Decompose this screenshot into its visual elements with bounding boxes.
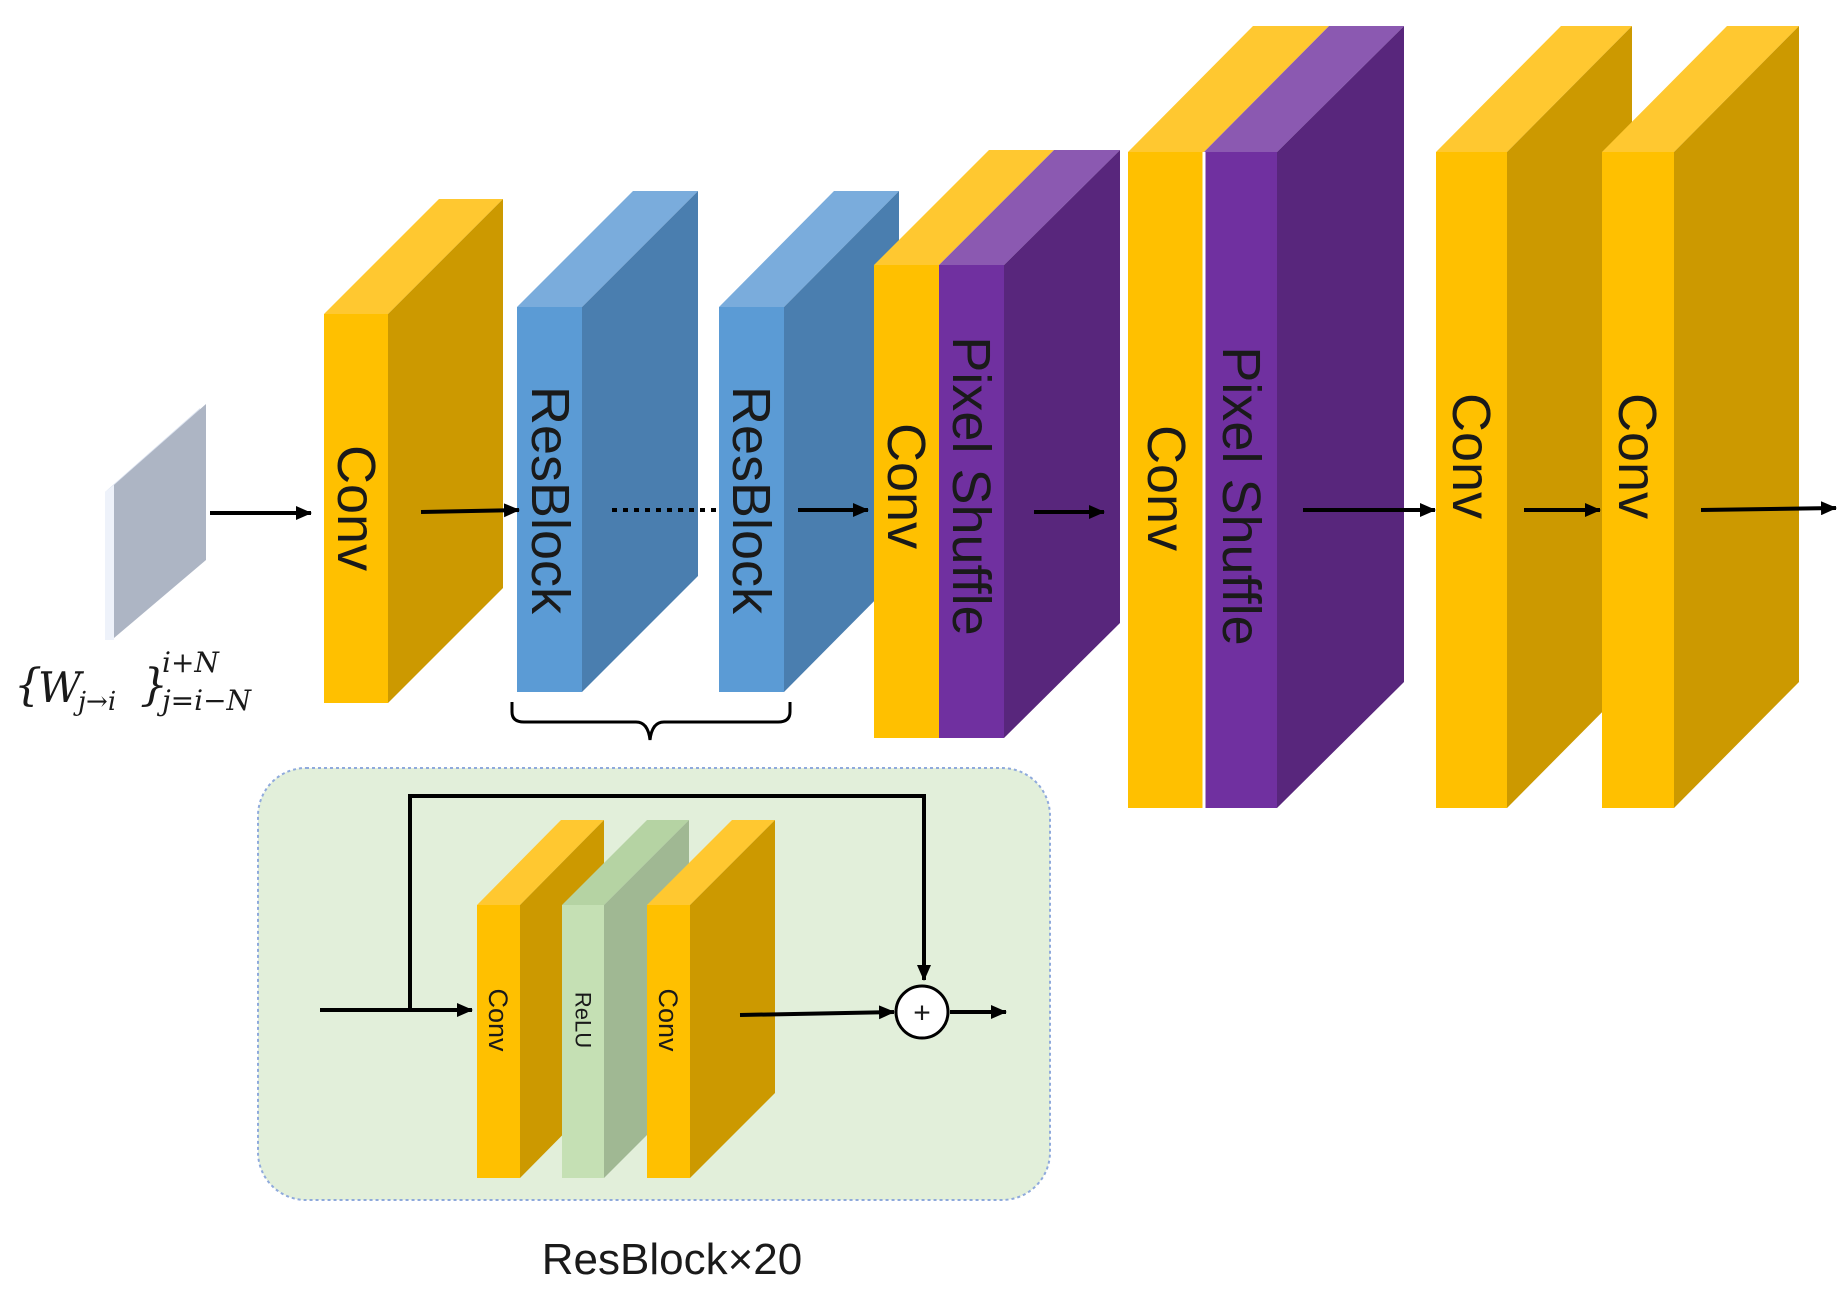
conv-block-3-label: Conv <box>1136 425 1196 551</box>
resblock-block-2-side <box>784 191 899 692</box>
conv-block-1-label: Conv <box>326 445 386 571</box>
conv-block-4: Conv <box>1436 26 1632 808</box>
conv-block-1-side <box>388 199 503 703</box>
input-slab <box>105 404 206 640</box>
input-symbol: W <box>38 663 85 712</box>
resblock-block-1: ResBlock <box>517 191 698 692</box>
lower-limit: j=i−N <box>156 684 253 717</box>
resblock-caption: ResBlock×20 <box>542 1235 802 1284</box>
conv-block-2-top <box>874 150 1054 265</box>
detail-conv-b-top <box>647 820 775 905</box>
conv-block-2-front <box>874 265 939 738</box>
sum-node: + <box>894 984 950 1040</box>
resblock-block-1-front <box>517 307 582 692</box>
detail-conv-a-front <box>477 905 520 1178</box>
resblock-block-1-top <box>517 191 698 307</box>
resblock-block-2: ResBlock <box>719 191 899 692</box>
upper-limit: i+N <box>162 646 220 679</box>
detail-conv-b-label: Conv <box>653 988 683 1052</box>
resblock-block-2-top <box>719 191 899 307</box>
pixel-shuffle-block-1-front <box>939 265 1004 738</box>
conv-block-4-label: Conv <box>1441 393 1501 519</box>
conv-block-5: Conv <box>1602 26 1799 808</box>
sum-circle <box>894 984 950 1040</box>
set-brace-close: } <box>140 660 168 711</box>
input-subscript: j→i <box>73 687 116 717</box>
detail-relu-front <box>562 905 604 1178</box>
upsample-group-1: Conv Pixel Shuffle <box>874 150 1120 738</box>
pixel-shuffle-block-1-side <box>1004 150 1120 738</box>
detail-relu-label: ReLU <box>571 992 596 1048</box>
detail-arrows <box>320 794 1007 1020</box>
conv-block-4-front <box>1436 152 1507 808</box>
conv-block-5-side <box>1674 26 1799 808</box>
pixel-shuffle-block-2-front <box>1204 152 1277 808</box>
detail-conv-b-side <box>690 820 775 1178</box>
set-brace-open: { <box>14 660 42 711</box>
detail-conv-b: Conv <box>647 820 775 1178</box>
detail-conv-b-front <box>647 905 690 1178</box>
detail-conv-a-label: Conv <box>483 988 513 1052</box>
resblock-block-1-side <box>582 191 698 692</box>
conv-block-3-top <box>1128 26 1329 152</box>
upsample-group-2: Conv Pixel Shuffle <box>1128 26 1404 808</box>
input-slab-front <box>114 404 206 638</box>
conv-block-4-top <box>1436 26 1632 152</box>
pixel-shuffle-block-2-label: Pixel Shuffle <box>1211 346 1271 645</box>
resblock-detail-panel: Conv ReLU Conv + <box>257 767 1051 1201</box>
conv-block-5-label: Conv <box>1607 393 1667 519</box>
detail-relu-top <box>562 820 689 905</box>
pixel-shuffle-block-1-top <box>939 150 1120 265</box>
pixel-shuffle-block-2-side <box>1277 26 1404 808</box>
resblock-block-2-front <box>719 307 784 692</box>
pixel-shuffle-block-2-top <box>1204 26 1404 152</box>
arrow-conv1-to-resblock <box>420 503 520 518</box>
arrow-output <box>1700 501 1837 516</box>
conv-block-1-top <box>324 199 503 314</box>
input-slab-edge <box>105 485 114 640</box>
conv-block-1-front <box>324 314 388 703</box>
resblock-block-1-label: ResBlock <box>520 386 580 615</box>
conv-block-1: Conv <box>324 199 503 703</box>
detail-arrow-to-sum <box>739 1005 895 1020</box>
input-label: { W j→i } i+N j=i−N <box>14 646 253 717</box>
detail-skip-connection <box>408 794 931 1010</box>
sum-symbol: + <box>913 997 931 1030</box>
conv-block-5-front <box>1602 152 1674 808</box>
conv-block-5-top <box>1602 26 1799 152</box>
main-flow-arrows <box>210 501 1837 520</box>
conv-block-4-side <box>1507 26 1632 808</box>
conv-block-2-label: Conv <box>876 423 936 549</box>
resblock-block-2-label: ResBlock <box>721 386 781 615</box>
resblock-brace <box>510 702 792 741</box>
detail-conv-a-top <box>477 820 604 905</box>
pixel-shuffle-block-1-label: Pixel Shuffle <box>941 336 1001 635</box>
conv-block-3-front <box>1128 152 1204 808</box>
